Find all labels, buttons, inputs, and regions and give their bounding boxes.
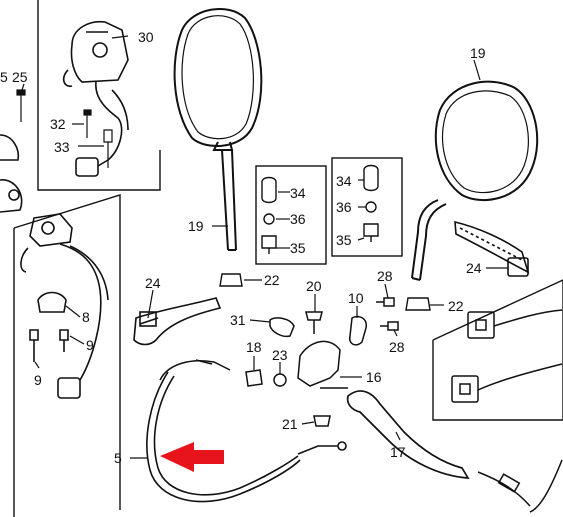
callout-34-right: 34 — [336, 173, 352, 189]
left-switch-box — [13, 194, 121, 510]
leader-lines — [21, 35, 508, 459]
mirror-hardware-box-right — [331, 157, 403, 257]
callout-9-right: 9 — [86, 337, 94, 353]
callout-19-right: 19 — [470, 45, 486, 61]
small-screws — [16, 89, 113, 168]
callout-24-left: 24 — [145, 275, 161, 291]
callout-35-right: 35 — [336, 232, 352, 248]
callout-33: 33 — [54, 139, 70, 155]
callout-8: 8 — [82, 309, 90, 325]
left-mirror — [173, 7, 263, 251]
callout-22-right: 22 — [448, 298, 464, 314]
callout-20: 20 — [306, 278, 322, 294]
callout-5: 5 — [114, 450, 122, 466]
callout-32: 32 — [50, 116, 66, 132]
switch-housing — [62, 20, 129, 177]
mirror-hardware-box-left — [255, 165, 327, 265]
callout-35-left: 35 — [290, 240, 306, 256]
callout-36-right: 36 — [336, 199, 352, 215]
callout-labels: 30 25 5 32 33 19 19 34 36 35 34 36 35 22… — [0, 29, 486, 466]
callout-25: 25 — [12, 69, 28, 85]
callout-28-top: 28 — [377, 268, 393, 284]
right-mirror — [411, 80, 539, 281]
callout-21: 21 — [282, 416, 298, 432]
callout-18: 18 — [246, 339, 262, 355]
handlebar-clamps — [0, 134, 23, 213]
callout-28-bottom: 28 — [389, 339, 405, 355]
callout-36-left: 36 — [290, 211, 306, 227]
mirror-hardware — [261, 164, 379, 254]
clutch-cable — [146, 371, 347, 503]
callout-10: 10 — [348, 290, 364, 306]
callout-31: 31 — [230, 312, 246, 328]
assembly-frames — [13, 0, 563, 517]
left-handlebar-switch — [20, 213, 109, 399]
clutch-cable-upper — [159, 359, 231, 381]
callout-23: 23 — [272, 347, 288, 363]
switch-assembly-frame — [37, 0, 161, 191]
callout-24-right: 24 — [466, 260, 482, 276]
callout-19-left: 19 — [188, 218, 204, 234]
callout-17: 17 — [390, 444, 406, 460]
right-switch-box — [432, 279, 563, 421]
callout-22-left: 22 — [264, 272, 280, 288]
callout-5-top: 5 — [0, 69, 8, 85]
callout-30: 30 — [138, 29, 154, 45]
red-arrow-shape — [160, 442, 224, 472]
callout-34-left: 34 — [290, 185, 306, 201]
right-lower-cable — [477, 459, 563, 513]
wire-band-right — [454, 220, 530, 277]
red-left-arrow-icon — [160, 442, 224, 472]
wire-band-left — [133, 297, 222, 346]
brake-lever — [346, 390, 470, 479]
right-switch-connectors — [451, 309, 563, 403]
lever-bracket-parts — [245, 297, 399, 427]
callout-16: 16 — [366, 369, 382, 385]
mirror-nuts — [219, 273, 431, 311]
callout-9-left: 9 — [34, 372, 42, 388]
